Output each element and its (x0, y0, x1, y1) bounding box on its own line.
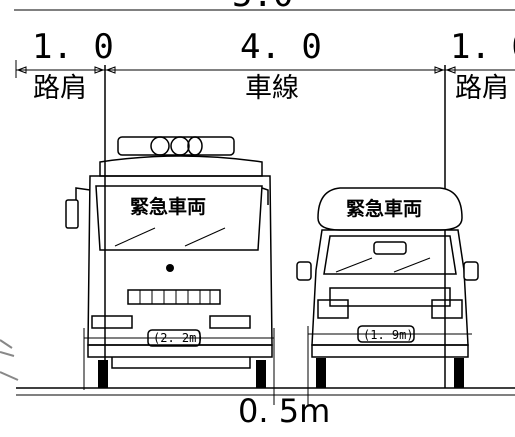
arrow-lane-b (434, 66, 445, 74)
truck-mirror-arm-right (261, 187, 269, 205)
truck-wiper-left (114, 227, 156, 247)
truck-label: 緊急車両 (130, 195, 206, 218)
van-wheel-right (454, 358, 464, 388)
van-mirror-right (463, 261, 479, 281)
truck-emblem (166, 264, 174, 272)
dim-lane: 4. 0 (240, 27, 322, 67)
arrow-lane-a (105, 66, 116, 74)
van-label: 緊急車両 (346, 197, 422, 220)
truck-wheel-right (256, 360, 266, 388)
van-wiper-left (335, 257, 373, 273)
van-grille (329, 287, 451, 307)
van-wheel-left (316, 358, 326, 388)
truck-bumper (87, 344, 273, 358)
gap-label: 0. 5m (238, 392, 330, 430)
vehicle-van (296, 187, 479, 405)
truck-width-label: (2. 2m) (153, 331, 204, 345)
truck-beacon-2 (170, 136, 190, 156)
dim-left-shoulder: 1. 0 (32, 27, 114, 67)
edge-artifact (0, 339, 19, 381)
van-width-label: (1. 9m) (363, 328, 414, 342)
zone-left-shoulder: 路肩 (33, 73, 87, 104)
truck-under (111, 357, 251, 369)
van-mirror-left (296, 261, 312, 281)
van-mirror-inside (373, 241, 407, 255)
truck-headlight-right (209, 315, 251, 329)
van-wiper-right (393, 257, 431, 273)
truck-light-bar (117, 136, 235, 156)
truck-grille (127, 289, 221, 305)
van-headlight-right (431, 299, 463, 319)
vehicle-truck (65, 136, 275, 405)
arrow-right-shoulder (445, 66, 456, 74)
truck-wiper-right (184, 227, 226, 247)
dim-right-shoulder: 1. 0 (450, 27, 515, 67)
truck-roof (99, 155, 263, 177)
arrow-left-shoulder-a (16, 66, 27, 74)
top-width-label: 5.0 (232, 0, 293, 15)
truck-beacon-3 (187, 136, 203, 156)
van-bumper (311, 344, 469, 358)
truck-headlight-left (91, 315, 133, 329)
zone-right-shoulder: 路肩 (455, 73, 509, 104)
truck-beacon-1 (150, 136, 170, 156)
van-headlight-left (317, 299, 349, 319)
truck-wheel-left (98, 360, 108, 388)
truck-windshield (95, 185, 263, 251)
zone-lane: 車線 (245, 73, 299, 104)
truck-mirror-left (65, 199, 79, 229)
van-windshield (323, 235, 457, 275)
arrow-left-shoulder-b (94, 66, 105, 74)
